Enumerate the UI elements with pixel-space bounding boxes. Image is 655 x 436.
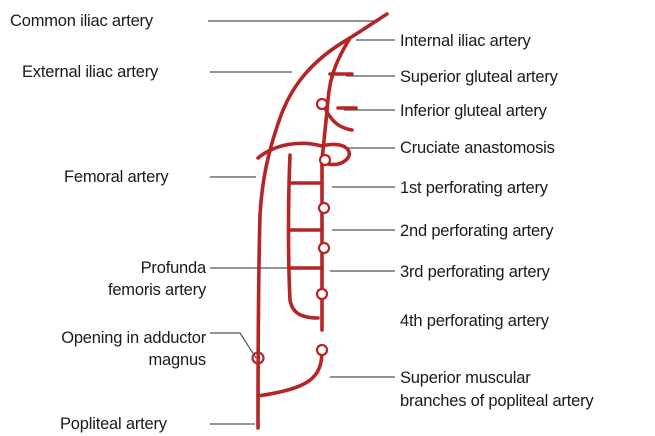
- ring-popliteal: [317, 345, 327, 355]
- label-opening-line2: magnus: [148, 350, 206, 370]
- label-perforating-2: 2nd perforating artery: [400, 221, 553, 241]
- label-profunda-line2: femoris artery: [108, 280, 206, 300]
- label-sup-muscular-line2: branches of popliteal artery: [400, 391, 593, 411]
- label-opening-line1: Opening in adductor: [61, 328, 206, 348]
- ring-gluteal: [317, 99, 327, 109]
- label-perforating-3: 3rd perforating artery: [400, 262, 550, 282]
- leader-lines: [208, 21, 395, 424]
- internal-iliac-vessel: [322, 38, 350, 160]
- ring-cruciate: [320, 155, 330, 165]
- label-popliteal: Popliteal artery: [60, 414, 167, 434]
- label-cruciate: Cruciate anastomosis: [400, 138, 555, 158]
- label-common-iliac: Common iliac artery: [10, 11, 153, 31]
- label-internal-iliac: Internal iliac artery: [400, 31, 531, 51]
- popliteal-anastomosis: [258, 350, 322, 396]
- inferior-gluteal-vessel: [326, 110, 352, 130]
- label-inferior-gluteal: Inferior gluteal artery: [400, 101, 547, 121]
- label-superior-gluteal: Superior gluteal artery: [400, 67, 558, 87]
- label-perforating-4: 4th perforating artery: [400, 311, 549, 331]
- external-iliac-femoral-vessel: [258, 38, 350, 428]
- label-femoral: Femoral artery: [64, 167, 168, 187]
- ring-perforating-1: [319, 203, 329, 213]
- profunda-trunk: [289, 155, 319, 318]
- ring-perforating-3: [317, 289, 327, 299]
- ring-perforating-2: [319, 243, 329, 253]
- label-profunda-line1: Profunda: [141, 258, 206, 278]
- leader-opening: [210, 333, 256, 358]
- label-external-iliac: External iliac artery: [22, 62, 158, 82]
- common-iliac-vessel: [350, 14, 387, 38]
- label-perforating-1: 1st perforating artery: [400, 178, 548, 198]
- label-sup-muscular-line1: Superior muscular: [400, 368, 531, 388]
